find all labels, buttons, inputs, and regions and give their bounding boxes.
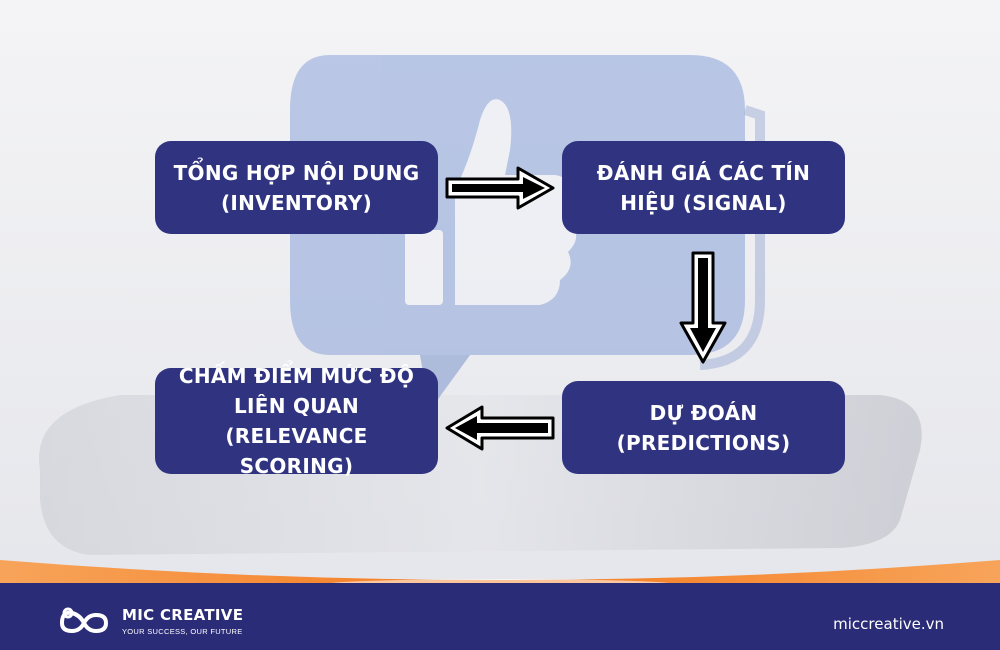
node-predictions-line-1: DỰ ĐOÁN xyxy=(649,400,758,425)
website-link[interactable]: miccreative.vn xyxy=(833,615,944,633)
arrow-right xyxy=(445,166,555,210)
node-predictions-line-2: (PREDICTIONS) xyxy=(616,430,791,455)
node-relevance-line-3: (RELEVANCE SCORING) xyxy=(225,424,368,478)
arrow-left xyxy=(445,405,555,451)
node-inventory-line-1: TỔNG HỢP NỘI DUNG xyxy=(173,160,420,185)
footer-bar xyxy=(0,583,1000,650)
brand-tagline: YOUR SUCCESS, OUR FUTURE xyxy=(122,627,243,636)
node-signal-line-1: ĐÁNH GIÁ CÁC TÍN xyxy=(596,160,811,185)
footer-orange-stripe xyxy=(0,560,1000,590)
infinity-logo-icon xyxy=(59,607,109,634)
node-relevance-scoring: CHẤM ĐIỂM MỨC ĐỘ LIÊN QUAN (RELEVANCE SC… xyxy=(155,364,438,478)
node-relevance-line-2: LIÊN QUAN xyxy=(233,394,360,418)
node-relevance-line-1: CHẤM ĐIỂM MỨC ĐỘ xyxy=(178,364,415,388)
brand-name: MIC CREATIVE xyxy=(122,606,244,624)
node-signal-line-2: HIỆU (SIGNAL) xyxy=(620,190,787,215)
node-inventory: TỔNG HỢP NỘI DUNG (INVENTORY) xyxy=(155,141,438,234)
node-predictions: DỰ ĐOÁN (PREDICTIONS) xyxy=(562,381,845,474)
node-signal: ĐÁNH GIÁ CÁC TÍN HIỆU (SIGNAL) xyxy=(562,141,845,234)
arrow-down xyxy=(679,251,727,364)
node-inventory-line-2: (INVENTORY) xyxy=(220,190,373,215)
